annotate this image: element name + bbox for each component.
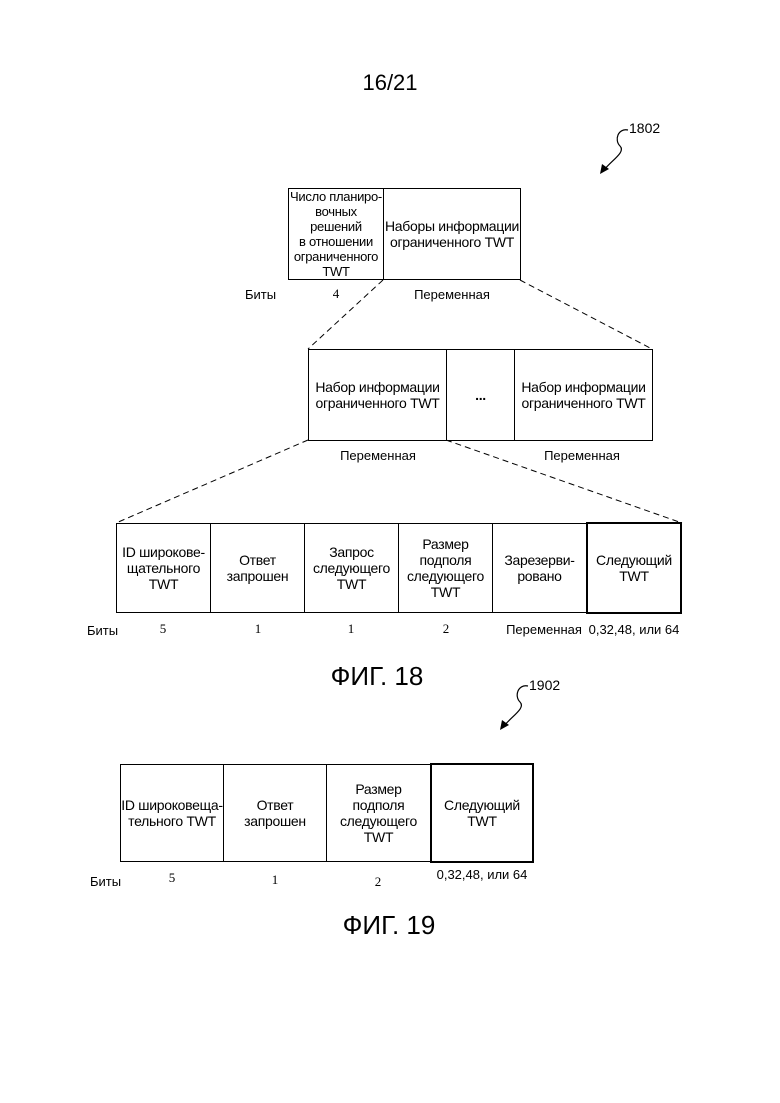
fig19-field-response-requested: Ответ запрошен [223, 764, 327, 862]
field-next-twt-request: Запрос следующего TWT [304, 523, 399, 613]
restricted-twt-info-set-1: Набор информации ограниченного TWT [308, 349, 447, 441]
field-reserved: Зарезерви- ровано [492, 523, 587, 613]
expand-line-mid-left [116, 440, 308, 523]
restricted-twt-info-set-n: Набор информации ограниченного TWT [514, 349, 653, 441]
bits-broadcast-twt-id: 5 [153, 621, 173, 637]
fig19-bits-response-requested: 1 [265, 872, 285, 888]
expand-line-top-right [520, 280, 652, 349]
ref-1802: 1802 [629, 120, 660, 136]
fig19-field-next-twt: Следующий TWT [430, 763, 534, 863]
bits-next-twt-subfield-size: 2 [436, 621, 456, 637]
top-field2-bits: Переменная [402, 287, 502, 302]
field-num-schedules: Число планиро- вочных решений в отношени… [288, 188, 384, 280]
bits-next-twt: 0,32,48, или 64 [582, 622, 686, 637]
figure-19-caption: ФИГ. 19 [289, 910, 489, 941]
field-response-requested: Ответ запрошен [210, 523, 305, 613]
ref-1802-leader [604, 130, 628, 170]
field-next-twt-subfield-size: Размер подполя следующего TWT [398, 523, 493, 613]
ref-1902-leader [504, 686, 528, 726]
fig19-bits-label: Биты [90, 874, 121, 889]
fig19-bits-next-twt: 0,32,48, или 64 [430, 867, 534, 882]
field-restricted-twt-info-sets: Наборы информации ограниченного TWT [383, 188, 521, 280]
fig19-bits-next-twt-subfield-size: 2 [368, 874, 388, 890]
ref-1902: 1902 [529, 677, 560, 693]
middle-set2-bits: Переменная [532, 448, 632, 463]
middle-set1-bits: Переменная [328, 448, 428, 463]
figure-18-caption: ФИГ. 18 [277, 661, 477, 692]
field-broadcast-twt-id: ID широкове- щательного TWT [116, 523, 211, 613]
bits-reserved: Переменная [504, 622, 584, 637]
field-next-twt: Следующий TWT [586, 522, 682, 614]
bits-next-twt-request: 1 [341, 621, 361, 637]
fig19-field-next-twt-subfield-size: Размер подполя следующего TWT [326, 764, 431, 862]
ellipsis-box: ... [446, 349, 515, 441]
fig19-field-broadcast-twt-id: ID широковеща- тельного TWT [120, 764, 224, 862]
top-field1-bits: 4 [326, 286, 346, 302]
top-bits-label: Биты [245, 287, 276, 302]
fig19-bits-broadcast-twt-id: 5 [162, 870, 182, 886]
bottom-bits-label: Биты [87, 623, 118, 638]
bits-response-requested: 1 [248, 621, 268, 637]
